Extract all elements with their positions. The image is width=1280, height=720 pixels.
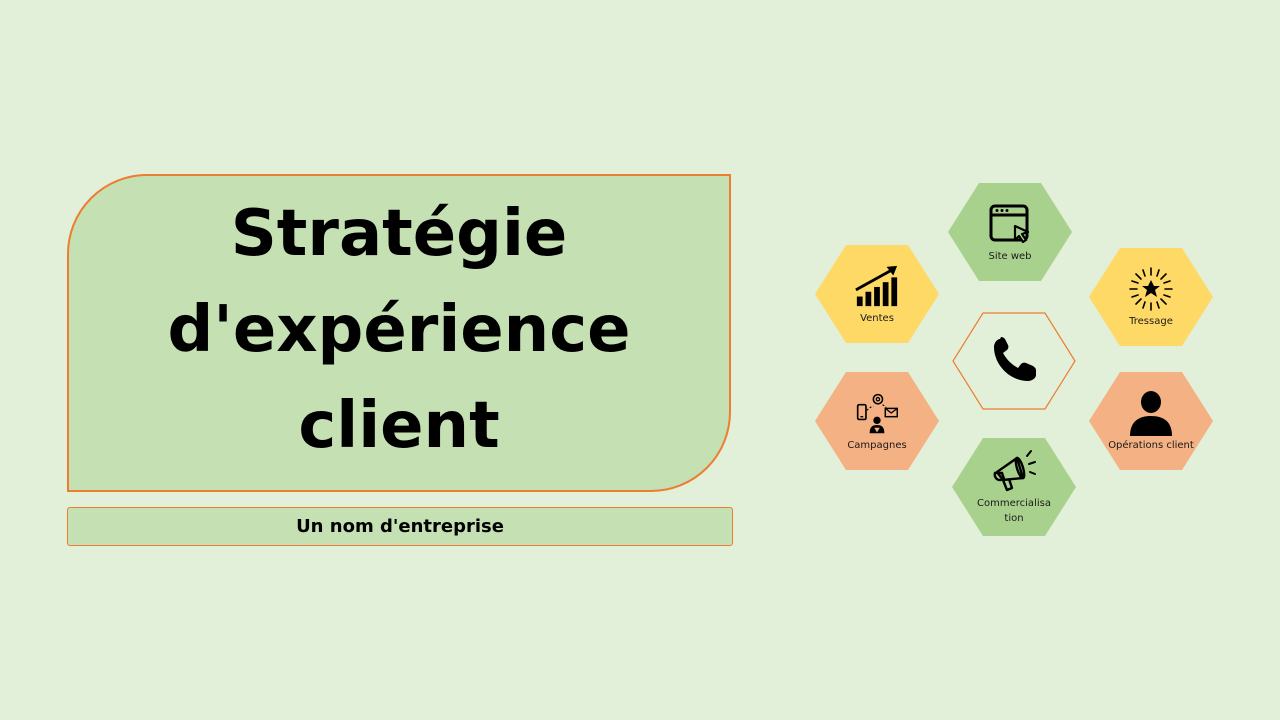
hexagon-commercialisation: Commercialisa tion bbox=[952, 438, 1076, 536]
hexagon-label: Ventes bbox=[860, 312, 894, 324]
hexagon-site-web: Site web bbox=[948, 183, 1072, 281]
phone-icon bbox=[990, 335, 1040, 385]
hexagon-tressage: Tressage bbox=[1089, 248, 1213, 346]
hexagon-label: Site web bbox=[988, 250, 1032, 262]
presentation-title: Stratégie d'expérience client bbox=[167, 197, 631, 463]
hexagon-label: Tressage bbox=[1129, 315, 1173, 327]
subtitle-bar: Un nom d'entreprise bbox=[67, 507, 733, 546]
hexagon-label: Commercialisa tion bbox=[977, 498, 1051, 524]
title-card: Stratégie d'expérience client bbox=[67, 174, 731, 492]
sparkle-burst-icon bbox=[1128, 266, 1174, 312]
multichannel-campaign-icon bbox=[854, 390, 900, 436]
hexagon-label: Opérations client bbox=[1108, 439, 1194, 451]
hexagon-campagnes: Campagnes bbox=[815, 372, 939, 470]
person-icon bbox=[1128, 390, 1174, 436]
hexagon-label: Campagnes bbox=[847, 439, 907, 451]
hexagon-ventes: Ventes bbox=[815, 245, 939, 343]
browser-window-cursor-icon bbox=[987, 201, 1033, 247]
company-name: Un nom d'entreprise bbox=[296, 516, 504, 537]
megaphone-icon bbox=[991, 448, 1037, 494]
hexagon-center bbox=[952, 312, 1076, 410]
bar-chart-growth-icon bbox=[854, 263, 900, 309]
hexagon-operations-client: Opérations client bbox=[1089, 372, 1213, 470]
